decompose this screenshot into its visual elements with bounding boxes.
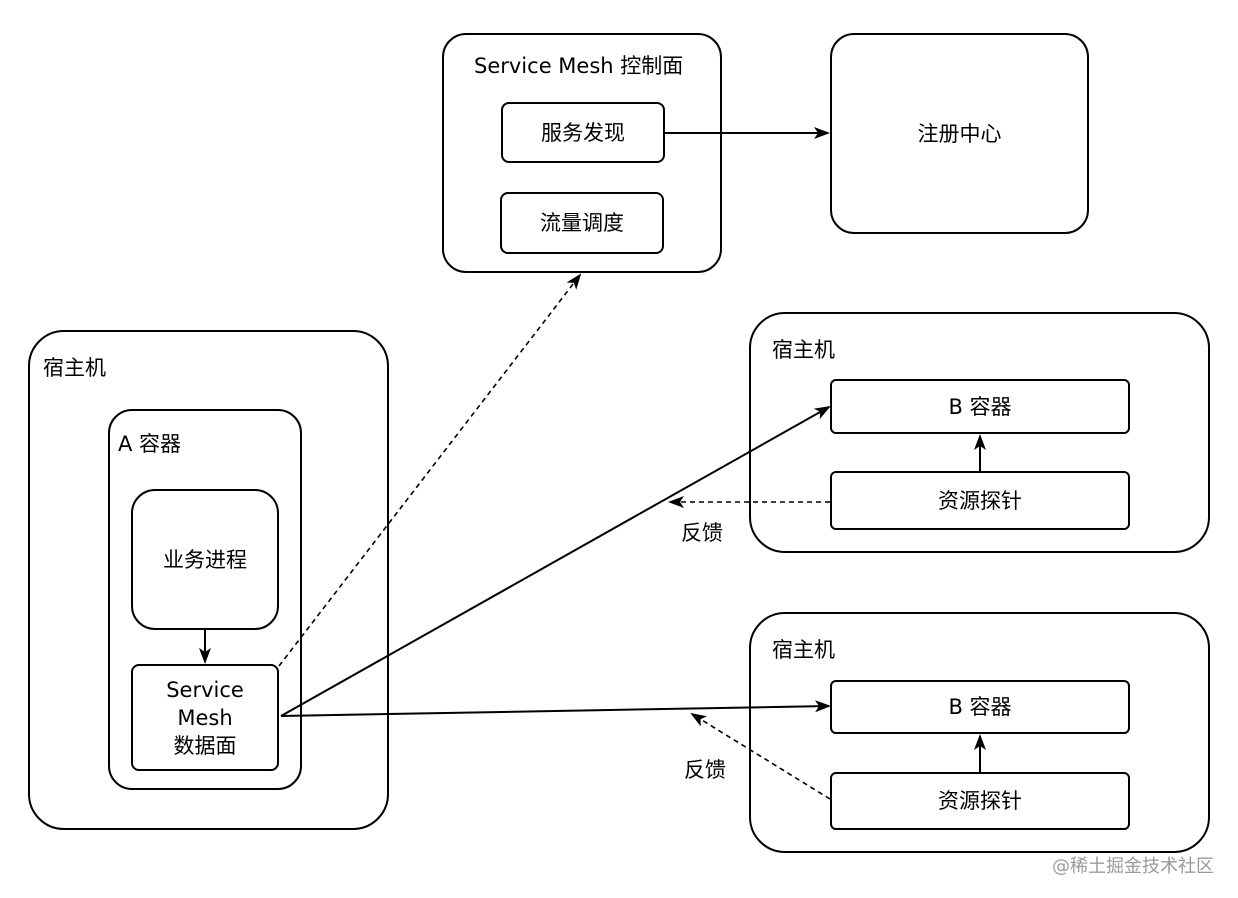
feedback-b2-label: 反馈	[684, 758, 726, 782]
host-b2-title: 宿主机	[772, 638, 835, 662]
data-plane-box: Service Mesh 数据面	[131, 664, 279, 771]
edge-dataplane-to-b2	[280, 700, 831, 717]
edge-dataplane-to-control	[278, 273, 582, 667]
registry-box: 注册中心	[830, 33, 1089, 234]
host-a-title: 宿主机	[43, 356, 106, 380]
feedback-b1-label: 反馈	[681, 521, 723, 545]
probe-b2-box: 资源探针	[830, 772, 1130, 830]
control-plane-title: Service Mesh 控制面	[474, 54, 684, 78]
watermark: @稀土掘金技术社区	[1052, 856, 1214, 877]
container-b1-box: B 容器	[830, 379, 1130, 434]
service-discovery-box: 服务发现	[501, 102, 665, 163]
container-a-title: A 容器	[118, 432, 182, 456]
business-process-box: 业务进程	[131, 489, 279, 630]
probe-b1-box: 资源探针	[830, 471, 1130, 530]
traffic-scheduling-box: 流量调度	[500, 192, 664, 254]
container-b2-box: B 容器	[830, 680, 1130, 734]
edge-feedback-b2	[690, 712, 831, 800]
edge-dataplane-to-b1	[280, 406, 831, 717]
host-b1-title: 宿主机	[772, 338, 835, 362]
